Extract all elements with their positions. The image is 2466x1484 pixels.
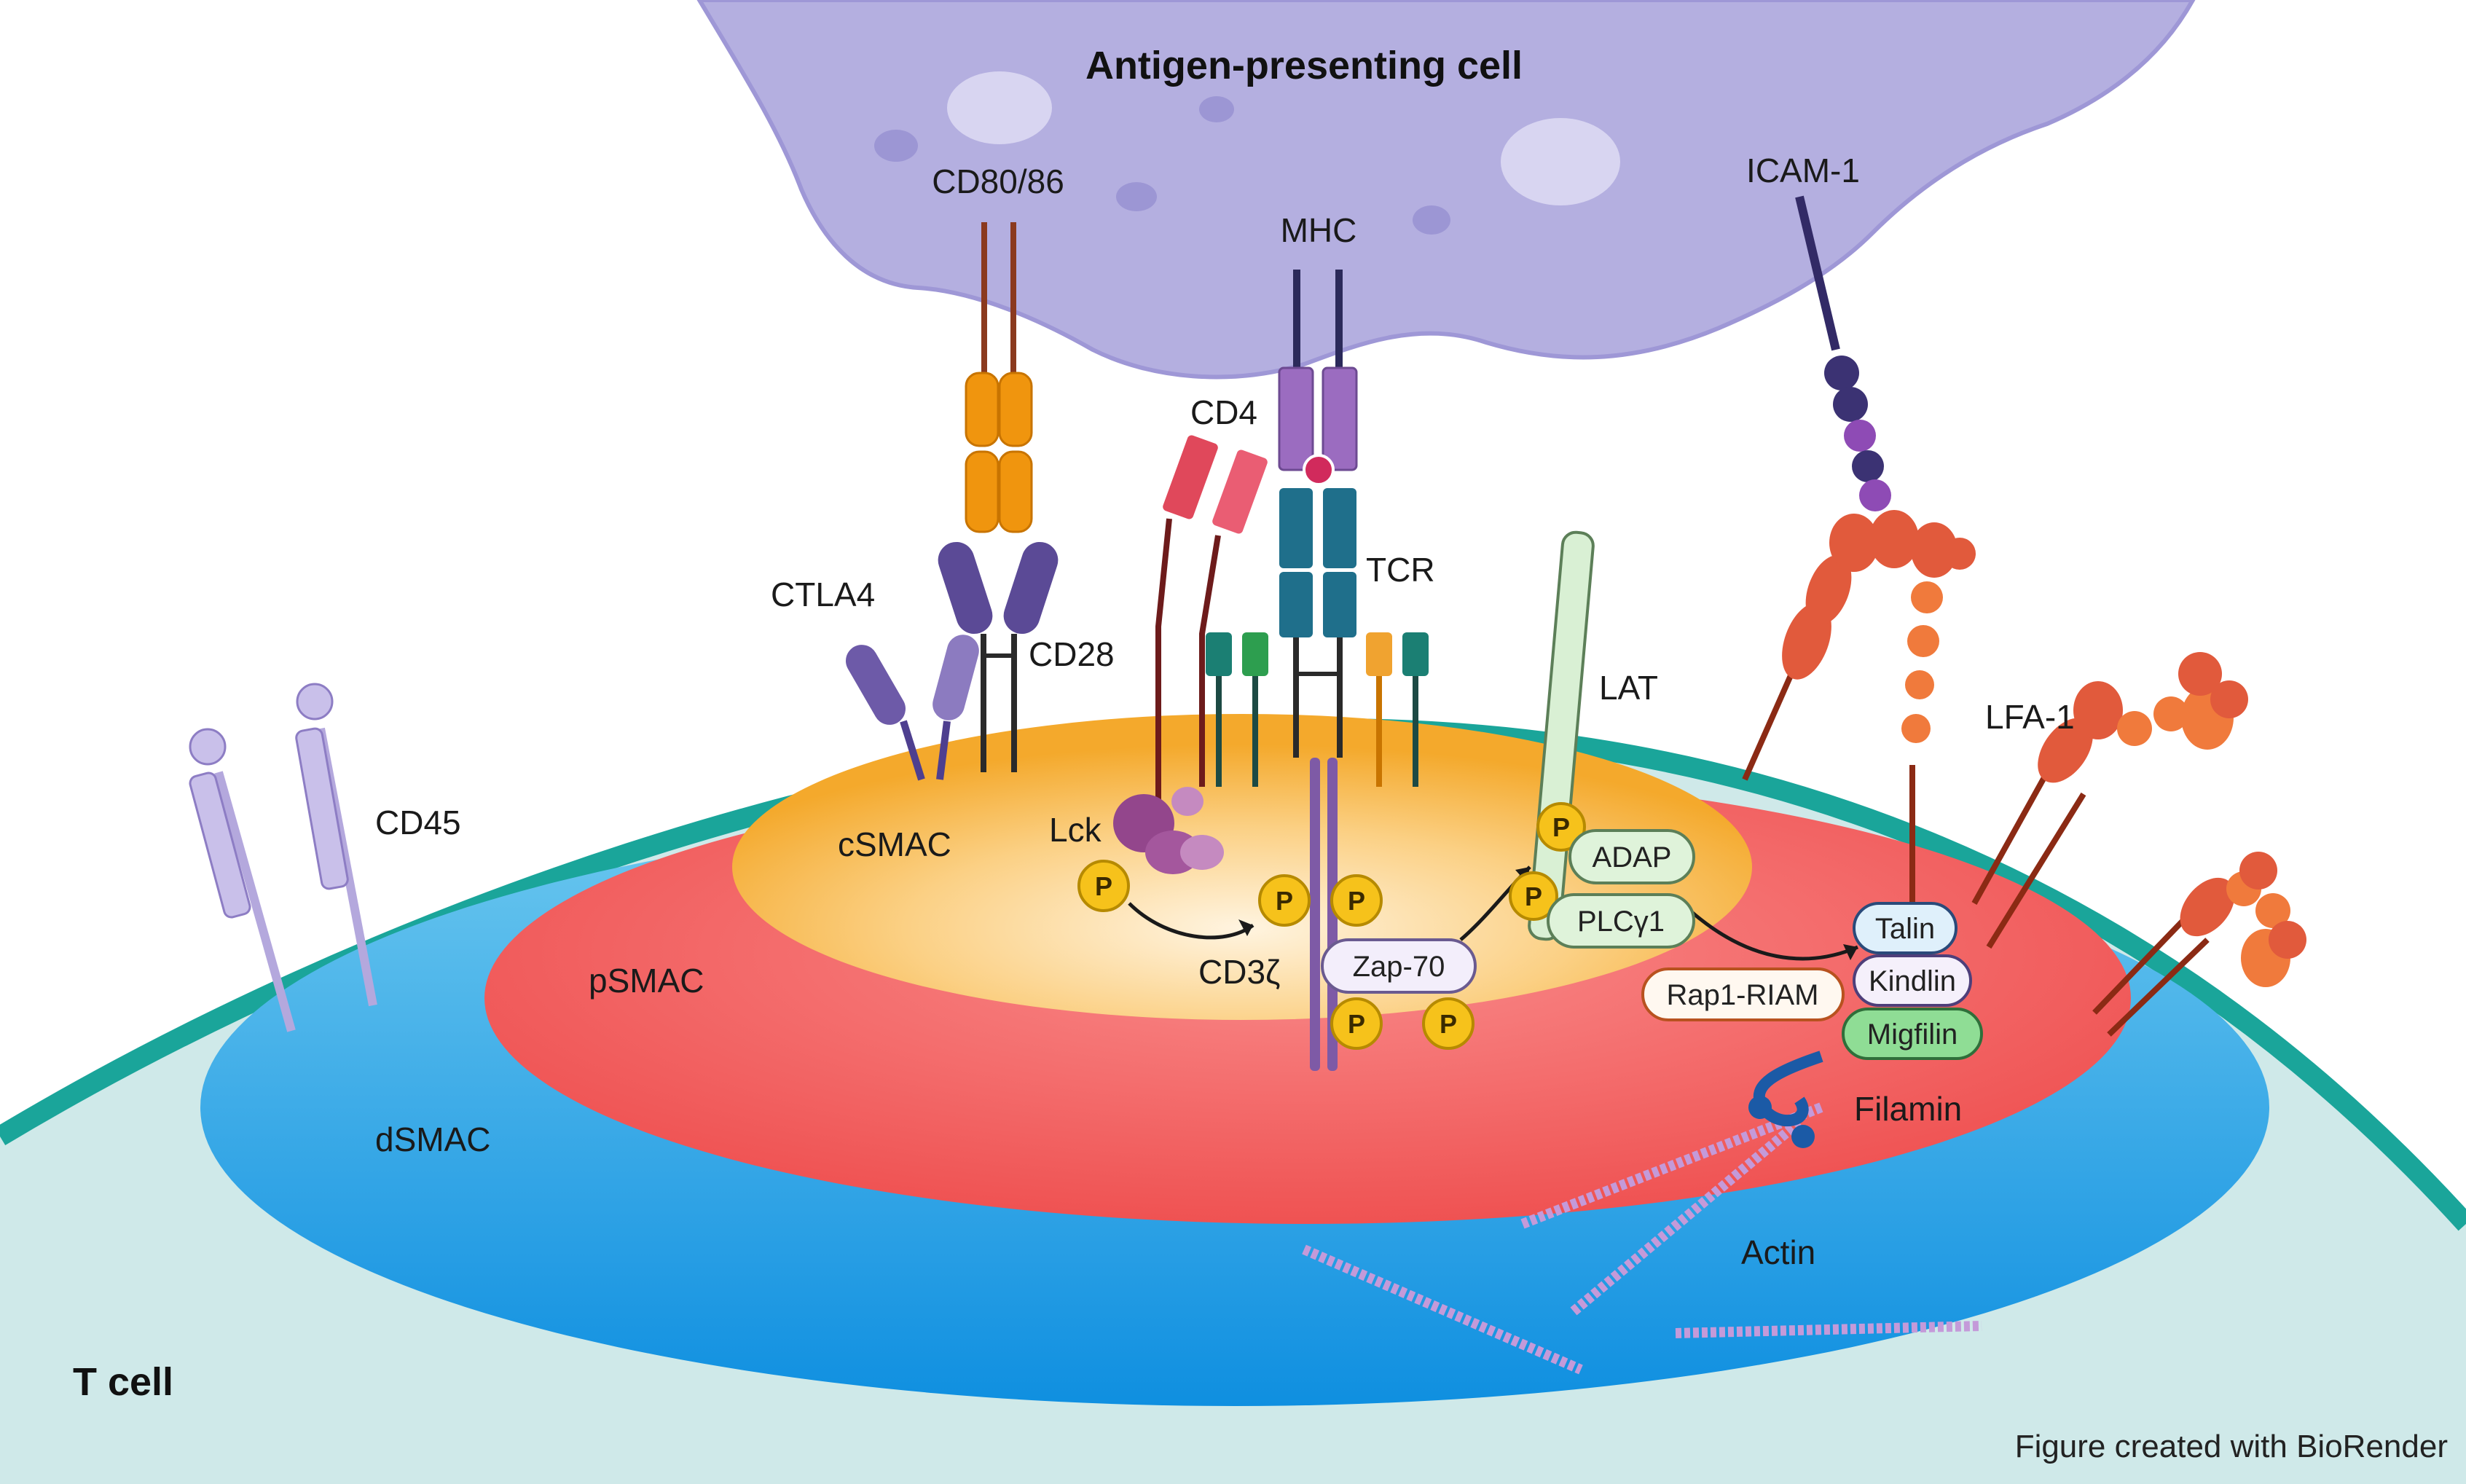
phospho-zap70-1: P [1330, 997, 1383, 1050]
ctla4 [846, 635, 979, 781]
cd28-label: CD28 [1029, 635, 1115, 673]
cd45 [189, 683, 377, 1032]
credit-text: Figure created with BioRender [2015, 1429, 2448, 1464]
apc-label: Antigen-presenting cell [1085, 44, 1523, 87]
lck [1113, 787, 1224, 874]
svg-text:P: P [1095, 871, 1112, 901]
actin-filaments [1302, 1102, 1982, 1375]
apc-vesicle [1501, 118, 1620, 205]
icam-1-label: ICAM-1 [1746, 152, 1860, 189]
apc-body [696, 0, 2196, 380]
lfa-1-free [1971, 652, 2306, 1037]
rap1-riam-pill: Rap1-RIAM [1641, 967, 1845, 1021]
tcr-label: TCR [1366, 551, 1435, 589]
svg-text:P: P [1525, 882, 1542, 911]
svg-text:Zap-70: Zap-70 [1353, 951, 1445, 983]
svg-text:ADAP: ADAP [1593, 841, 1672, 873]
lck-to-cd3z-arrow [1128, 902, 1254, 940]
filamin [1748, 1051, 1823, 1148]
actin-filament [1675, 1321, 1982, 1338]
svg-text:Kindlin: Kindlin [1869, 965, 1956, 997]
cd3-chains [1206, 632, 1429, 787]
lfa-1-bound [1742, 510, 1976, 925]
svg-text:P: P [1348, 1009, 1365, 1039]
lck-label: Lck [1049, 811, 1102, 849]
cd28 [938, 541, 1059, 772]
cd4 [1155, 435, 1268, 801]
cd80-86 [965, 222, 1033, 533]
svg-text:P: P [1276, 886, 1293, 916]
mhc [1278, 270, 1358, 486]
tcr [1279, 488, 1356, 758]
psmac-label: pSMAC [589, 962, 704, 1000]
adaptor-proteins: Zap-70 ADAP PLCγ1 Rap1-RIAM Talin Kindli… [1321, 829, 1983, 1060]
svg-text:Migfilin: Migfilin [1867, 1018, 1958, 1051]
svg-text:P: P [1552, 812, 1570, 842]
phospho-plcg1: P [1509, 871, 1558, 921]
dsmac-label: dSMAC [375, 1120, 490, 1158]
cd4-label: CD4 [1190, 393, 1257, 431]
actin-filament [1302, 1244, 1583, 1375]
phosphate-groups: P P P P P P P [1077, 802, 1586, 1050]
filamin-label: Filamin [1854, 1090, 1962, 1128]
csmac-zone [732, 714, 1752, 1020]
lfa-1-label: LFA-1 [1985, 698, 2075, 736]
apc-vesicle [1199, 96, 1234, 122]
phospho-cd3z-2: P [1330, 874, 1383, 927]
actin-filament [1520, 1102, 1823, 1229]
phospho-zap70-2: P [1422, 997, 1475, 1050]
lat-label: LAT [1599, 669, 1658, 707]
apc-vesicle [1116, 182, 1157, 211]
icam-1 [1795, 195, 1891, 511]
migfilin-pill: Migfilin [1842, 1008, 1983, 1060]
cd80-86-label: CD80/86 [932, 162, 1064, 200]
smac-zones [200, 714, 2269, 1406]
talin-pill: Talin [1853, 902, 1958, 954]
mhc-label: MHC [1281, 211, 1357, 249]
phospho-cd3z-1: P [1258, 874, 1311, 927]
t-cell-label: T cell [73, 1360, 173, 1404]
adap-pill: ADAP [1568, 829, 1695, 884]
kindlin-pill: Kindlin [1853, 954, 1972, 1007]
ctla4-label: CTLA4 [771, 576, 875, 613]
svg-text:PLCγ1: PLCγ1 [1577, 906, 1665, 938]
phospho-adap: P [1536, 802, 1586, 852]
svg-text:P: P [1440, 1009, 1457, 1039]
peptide [1303, 454, 1335, 486]
plcg1-to-talin-arrow [1689, 909, 1858, 961]
cd3z-label: CD3ζ [1198, 953, 1280, 991]
labels: Antigen-presenting cell T cell CD80/86 M… [73, 44, 2448, 1464]
apc-vesicle [874, 130, 918, 162]
svg-text:P: P [1348, 886, 1365, 916]
phospho-lck: P [1077, 860, 1130, 912]
zap70-pill: Zap-70 [1321, 938, 1477, 994]
svg-text:Talin: Talin [1875, 913, 1935, 945]
svg-text:Rap1-RIAM: Rap1-RIAM [1667, 979, 1819, 1011]
cd3-zeta [1310, 758, 1338, 1071]
plcg1-pill: PLCγ1 [1547, 893, 1695, 949]
actin-filament [1570, 1118, 1803, 1316]
apc-vesicle [947, 71, 1052, 144]
csmac-label: cSMAC [838, 825, 951, 863]
apc-vesicle [1413, 205, 1450, 235]
cd45-label: CD45 [375, 804, 461, 841]
actin-label: Actin [1741, 1233, 1815, 1271]
antigen-presenting-cell [696, 0, 2196, 380]
